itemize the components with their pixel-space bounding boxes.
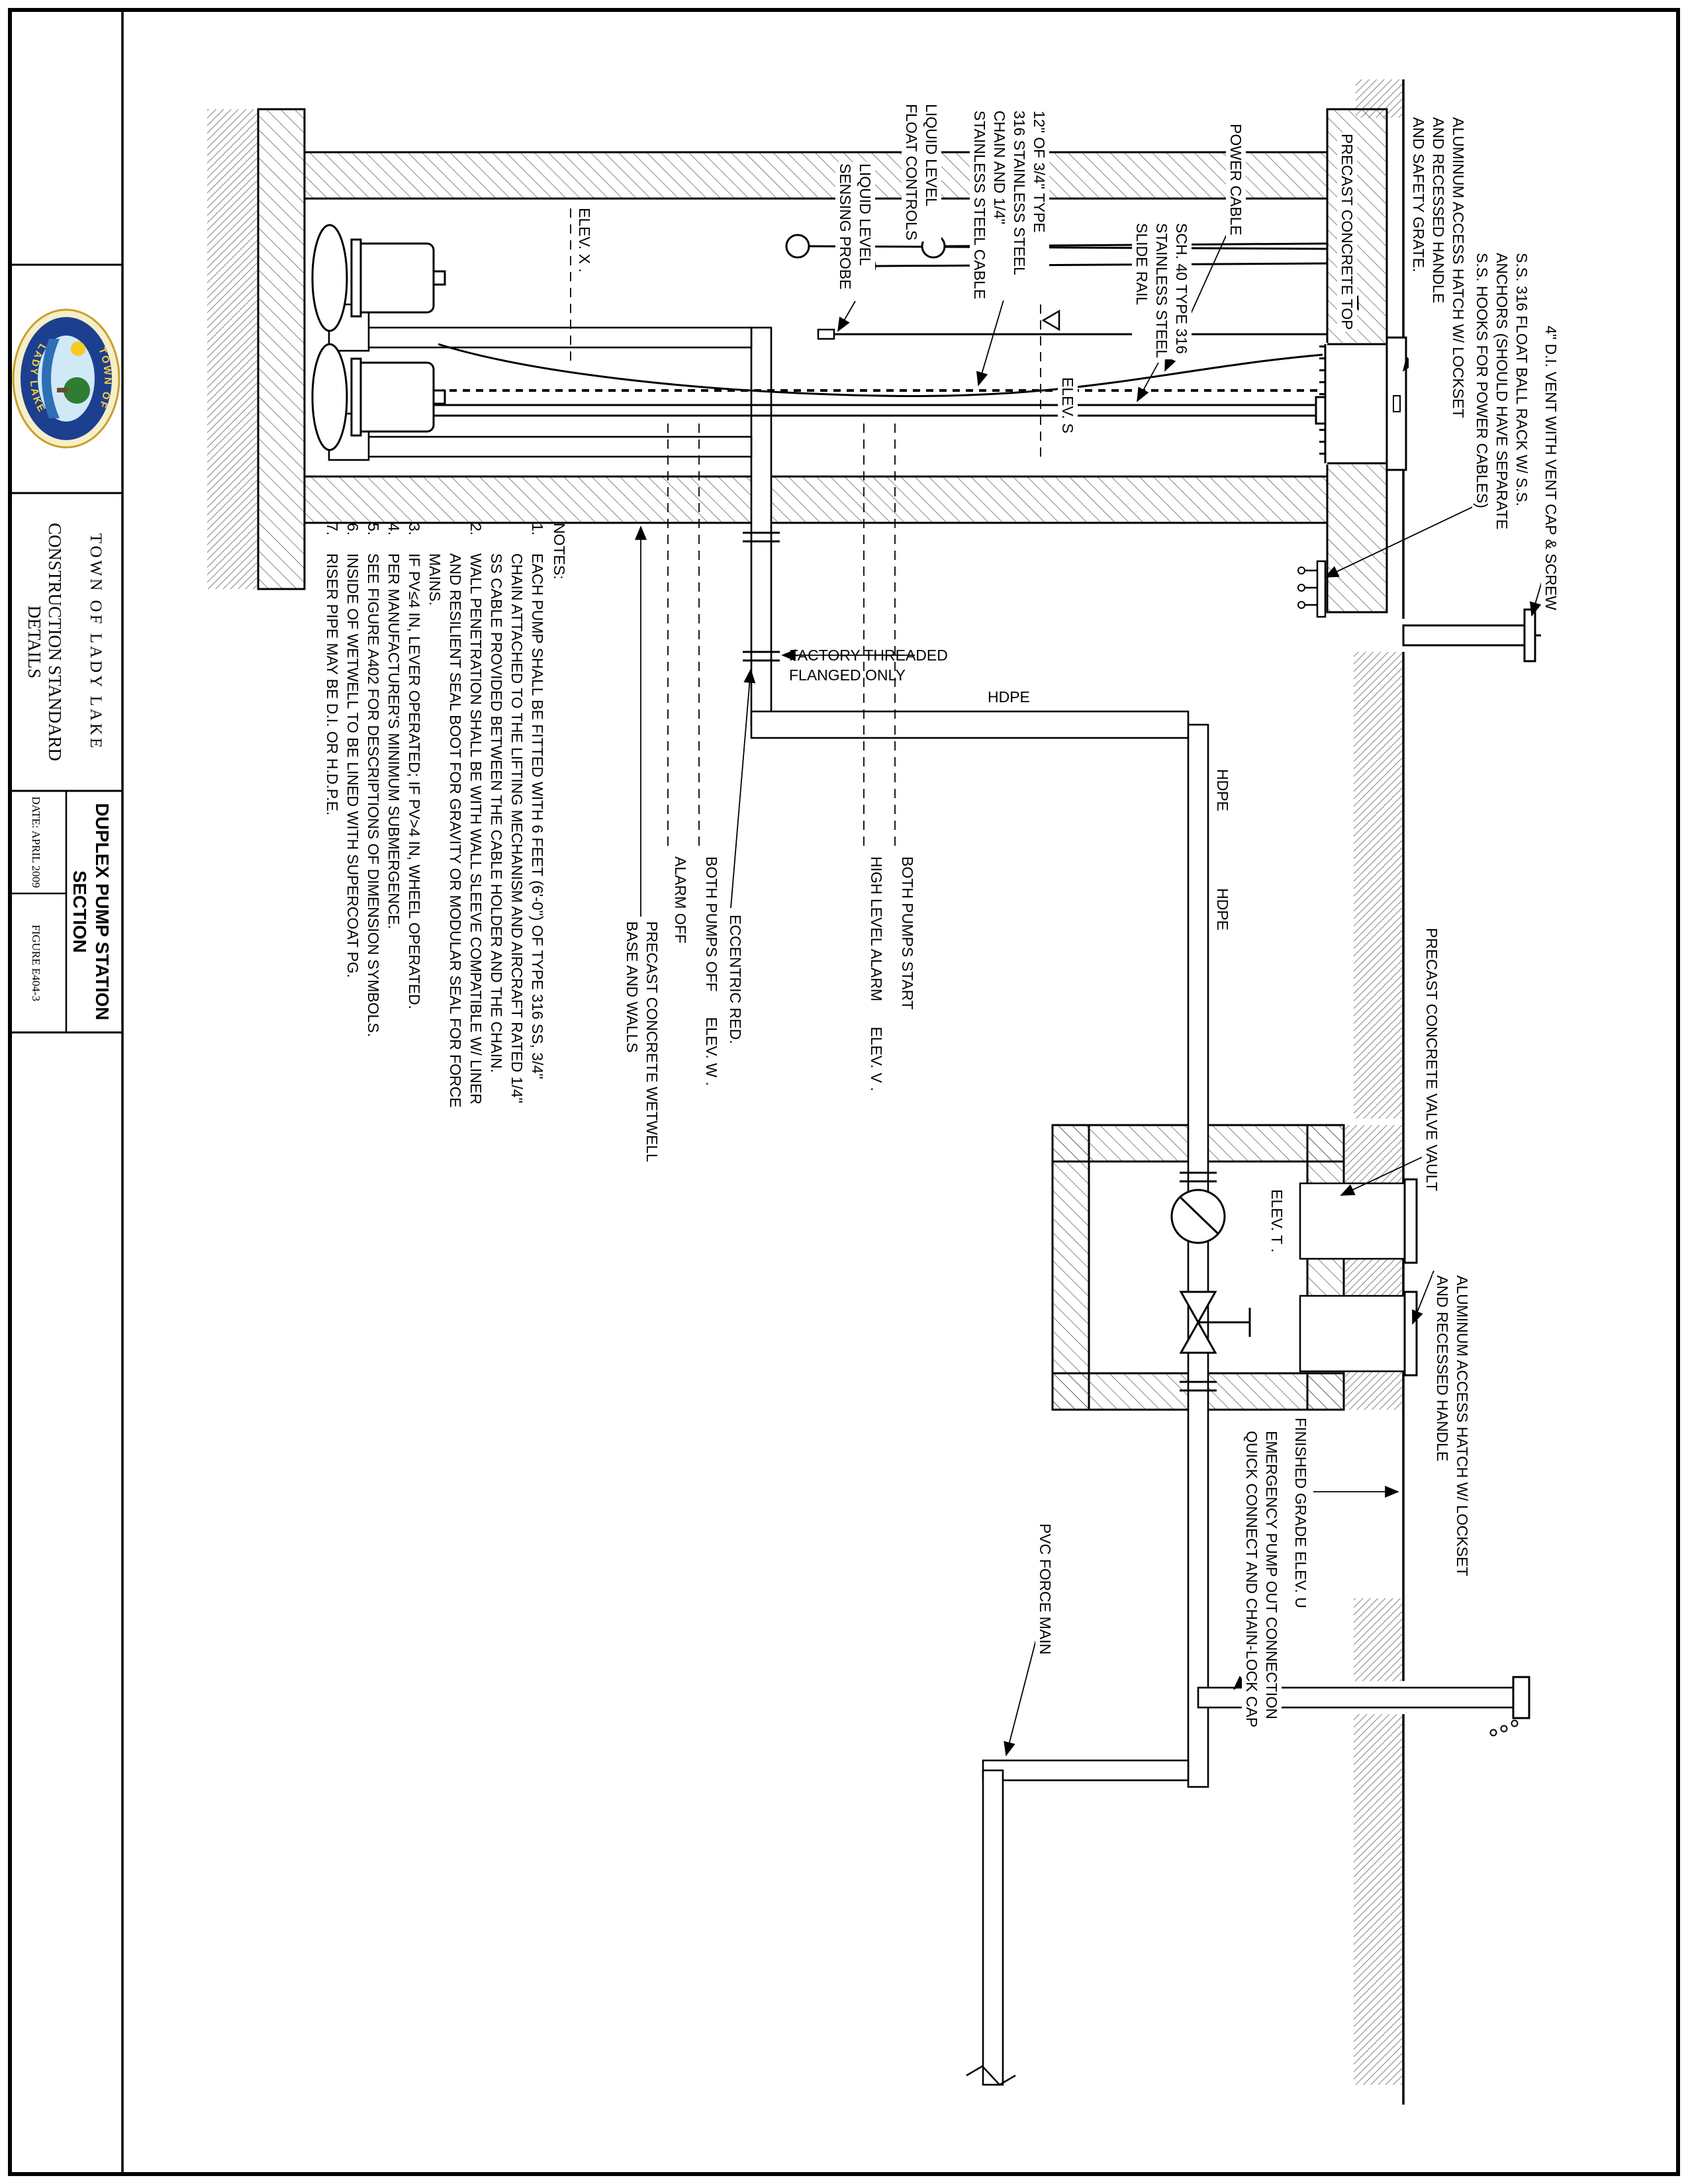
leader-lines xyxy=(635,218,1550,1756)
note-item: 5. SEE FIGURE A402 FOR DESCRIPTIONS OF D… xyxy=(363,523,383,1125)
note-item: 2. WALL PENETRATION SHALL BE WITH WALL S… xyxy=(424,523,486,1125)
hatch-handle xyxy=(1393,395,1401,412)
label-float-controls: LIQUID LEVEL FLOAT CONTROLS xyxy=(902,103,941,242)
vault-hatch-lid xyxy=(1403,1291,1418,1377)
note-item: 6. INSIDE OF WETWELL TO BE LINED WITH SU… xyxy=(342,523,363,1125)
note-number: 6. xyxy=(344,523,361,536)
note-text: WALL PENETRATION SHALL BE WITH WALL SLEE… xyxy=(426,553,485,1108)
label-hatch-wetwell: ALUMINUM ACCESS HATCH W/ LOCKSET AND REC… xyxy=(1409,116,1468,420)
water-level-symbol xyxy=(1041,309,1060,332)
titleblock-sheet-title-2: SECTION xyxy=(70,870,90,953)
notes-block: NOTES: 1. EACH PUMP SHALL BE FITTED WITH… xyxy=(322,523,569,1125)
note-text: INSIDE OF WETWELL TO BE LINED WITH SUPER… xyxy=(344,553,361,978)
label-alarm-off: ALARM OFF xyxy=(671,855,690,945)
sheet-border xyxy=(8,8,1680,2176)
label-elev-t: ELEV. T . xyxy=(1267,1188,1287,1254)
titleblock-town: TOWN OF LADY LAKE xyxy=(87,533,105,751)
label-finished-grade: FINISHED GRADE ELEV. U xyxy=(1291,1416,1311,1610)
slide-rails xyxy=(434,396,1327,425)
label-chain-cable: 12" OF 3/4" TYPE 316 STAINLESS STEEL CHA… xyxy=(970,109,1049,301)
note-number: 1. xyxy=(529,523,546,536)
label-hdpe-riser: HDPE xyxy=(988,688,1030,705)
label-wetwell-base: PRECAST CONCRETE WETWELL BASE AND WALLS xyxy=(622,920,662,1163)
notes-heading: NOTES: xyxy=(551,523,568,580)
submersible-pump-2 xyxy=(311,343,446,451)
pvc-force-main-pipe xyxy=(982,1769,1004,2086)
note-text: RISER PIPE MAY BE D.I. OR H.D.P.E. xyxy=(324,553,341,816)
vault-hatch-shaft xyxy=(1299,1295,1407,1373)
note-text: SEE FIGURE A402 FOR DESCRIPTIONS OF DIME… xyxy=(365,553,382,1038)
label-vent: 4" D.I. VENT WITH VENT CAP & SCREW xyxy=(1541,324,1561,612)
label-pvc-force-main: PVC FORCE MAIN xyxy=(1035,1522,1055,1657)
vent-pipe xyxy=(1402,608,1541,662)
vent-cap xyxy=(1523,608,1536,662)
label-slide-rail: SCH. 40 TYPE 316 STAINLESS STEEL SLIDE R… xyxy=(1132,222,1192,360)
note-number: 5. xyxy=(365,523,382,536)
force-main-pipe xyxy=(1187,723,1209,1788)
label-eccentric-red: ECCENTRIC RED. xyxy=(726,913,745,1046)
plug-valve xyxy=(1179,1291,1251,1354)
label-hdpe-1: HDPE xyxy=(1213,768,1233,813)
submersible-pump-1 xyxy=(311,224,446,332)
check-valve xyxy=(1170,1189,1226,1244)
quick-connect-cap xyxy=(1489,1676,1530,1737)
hdpe-riser-pipe xyxy=(750,710,1190,739)
pipe-break-symbol xyxy=(966,2065,1016,2086)
note-item: 7. RISER PIPE MAY BE D.I. OR H.D.P.E. xyxy=(322,523,342,1125)
note-item: 4. PER MANUFACTURER'S MINIMUM SUBMERGENC… xyxy=(383,523,404,1125)
titleblock-figure: FIGURE E404-3 xyxy=(30,925,42,1001)
note-item: 1. EACH PUMP SHALL BE FITTED WITH 6 FEET… xyxy=(486,523,547,1125)
label-sensing-probe: LIQUID LEVEL SENSING PROBE xyxy=(835,162,875,291)
label-pumps-off: BOTH PUMPS OFF ELEV. W . xyxy=(702,855,722,1087)
label-precast-top: PRECAST CONCRETE TOP xyxy=(1337,132,1357,332)
wetwell-left-wall xyxy=(303,151,1329,200)
titleblock-date: DATE: APRIL 2009 xyxy=(30,796,42,888)
label-emergency-pumpout: EMERGENCY PUMP OUT CONNECTION QUICK CONN… xyxy=(1242,1430,1282,1729)
note-number: 3. xyxy=(406,523,423,536)
note-text: EACH PUMP SHALL BE FITTED WITH 6 FEET (6… xyxy=(488,553,546,1103)
label-elev-x: ELEV. X . xyxy=(575,206,594,274)
label-high-level-alarm: HIGH LEVEL ALARM ELEV. V . xyxy=(867,855,886,1093)
power-cable-line xyxy=(438,343,1323,397)
seal-sun-icon xyxy=(71,341,85,356)
titleblock-sheet-title-1: DUPLEX PUMP STATION xyxy=(92,803,113,1021)
seal-water xyxy=(42,339,60,418)
note-number: 2. xyxy=(467,523,485,536)
level-lines xyxy=(570,208,1041,851)
label-float-rack: S.S. 316 FLOAT BALL RACK W/ S.S. ANCHORS… xyxy=(1472,251,1532,531)
titleblock-series: CONSTRUCTION STANDARD DETAILS xyxy=(24,522,65,762)
label-hatch-vault: ALUMINUM ACCESS HATCH W/ LOCKSET AND REC… xyxy=(1432,1274,1472,1578)
note-number: 4. xyxy=(385,523,402,536)
seal-tree-icon xyxy=(64,377,90,404)
label-elev-s: ELEV. S xyxy=(1058,376,1078,435)
float-ball-rack xyxy=(1316,560,1327,618)
valve-vault xyxy=(1051,1124,1418,1411)
note-text: IF PV≤4 IN, LEVER OPERATED; IF PV>4 IN, … xyxy=(406,553,423,1009)
town-seal: TOWN OF LADY LAKE xyxy=(12,308,120,449)
vault-hatch-shaft xyxy=(1299,1182,1407,1260)
wetwell-base xyxy=(257,108,306,590)
wetwell-right-wall xyxy=(303,475,1329,524)
label-factory-threaded: FACTORY THREADED FLANGED ONLY xyxy=(789,647,948,684)
vault-hatch-lid xyxy=(1403,1178,1418,1264)
label-hdpe-2: HDPE xyxy=(1213,887,1233,932)
wetwell xyxy=(257,108,1407,618)
note-item: 3. IF PV≤4 IN, LEVER OPERATED; IF PV>4 I… xyxy=(404,523,424,1125)
label-power-cable: POWER CABLE xyxy=(1226,122,1246,237)
label-pumps-start: BOTH PUMPS START xyxy=(898,855,917,1011)
note-text: PER MANUFACTURER'S MINIMUM SUBMERGENCE. xyxy=(385,553,402,929)
pipe-flanges xyxy=(743,531,1217,1392)
note-number: 7. xyxy=(324,523,341,536)
discharge-piping xyxy=(328,303,1516,2086)
level-sensing-probe xyxy=(817,328,1327,340)
label-valve-vault: PRECAST CONCRETE VALVE VAULT xyxy=(1422,927,1442,1193)
